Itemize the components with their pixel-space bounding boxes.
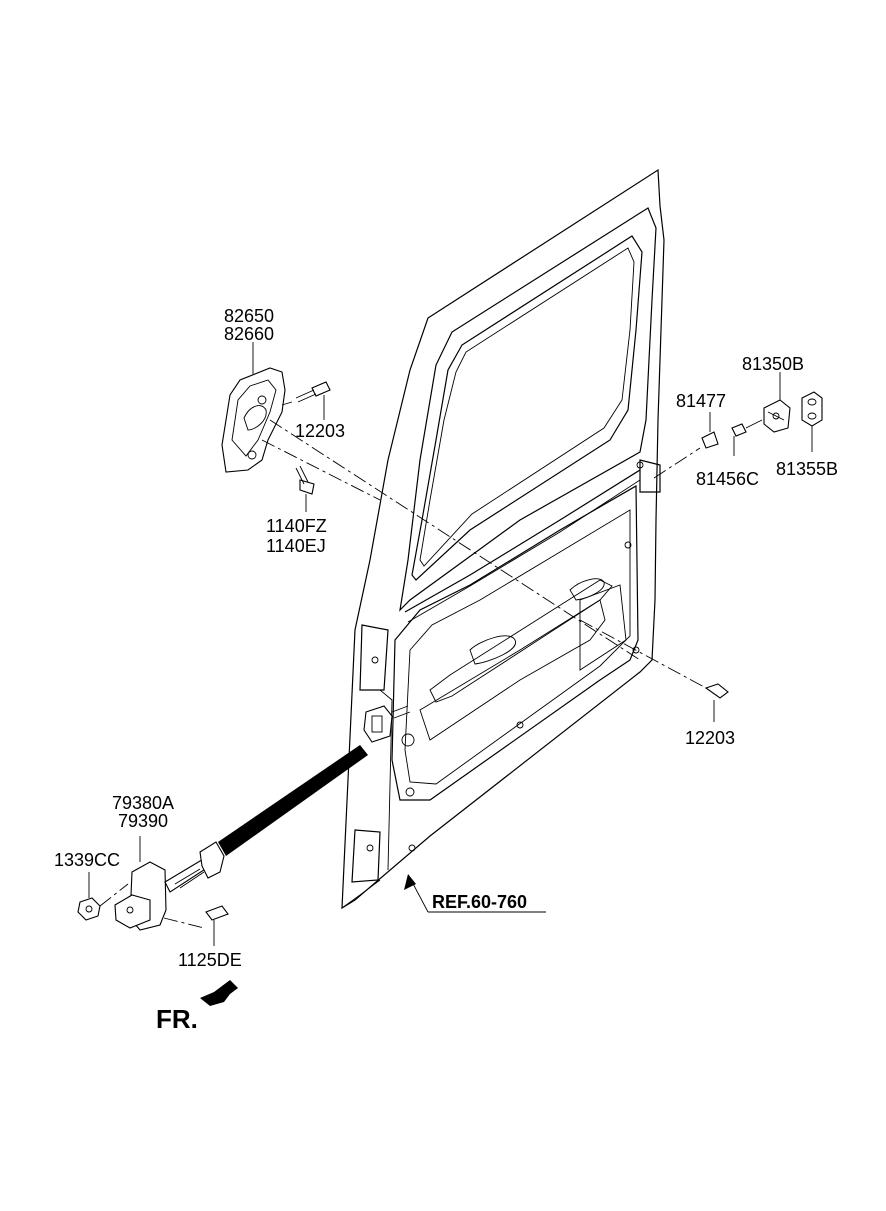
checker-link bbox=[218, 745, 368, 856]
label-reference: REF.60-760 bbox=[432, 892, 527, 912]
shim bbox=[801, 391, 823, 452]
nut bbox=[77, 872, 129, 921]
label-82650: 82650 bbox=[224, 306, 274, 326]
label-81456C: 81456C bbox=[696, 469, 759, 489]
front-arrow-icon bbox=[200, 980, 238, 1006]
bolt-checker bbox=[163, 905, 229, 946]
label-81477: 81477 bbox=[676, 391, 726, 411]
screw-right bbox=[704, 683, 729, 722]
label-79380A: 79380A bbox=[112, 793, 174, 813]
reference-leader bbox=[404, 874, 546, 913]
label-1125DE: 1125DE bbox=[178, 950, 242, 970]
label-1140EJ: 1140EJ bbox=[266, 536, 326, 556]
bolt-small bbox=[701, 412, 719, 449]
screw-top bbox=[295, 381, 331, 420]
striker bbox=[763, 372, 791, 433]
screw-small bbox=[731, 419, 763, 456]
label-81355B: 81355B bbox=[776, 459, 838, 479]
label-12203-top: 12203 bbox=[295, 421, 345, 441]
label-81350B: 81350B bbox=[742, 354, 804, 374]
label-79390: 79390 bbox=[118, 811, 168, 831]
door-panel bbox=[341, 168, 665, 910]
label-12203-right: 12203 bbox=[685, 728, 735, 748]
label-82660: 82660 bbox=[224, 324, 274, 344]
label-front: FR. bbox=[156, 1004, 198, 1034]
inside-handle bbox=[221, 367, 293, 473]
bolt-handle bbox=[295, 465, 315, 512]
door-checker bbox=[114, 836, 225, 931]
label-1339CC: 1339CC bbox=[54, 850, 120, 870]
checker-mount bbox=[363, 705, 411, 743]
label-1140FZ: 1140FZ bbox=[266, 516, 327, 536]
